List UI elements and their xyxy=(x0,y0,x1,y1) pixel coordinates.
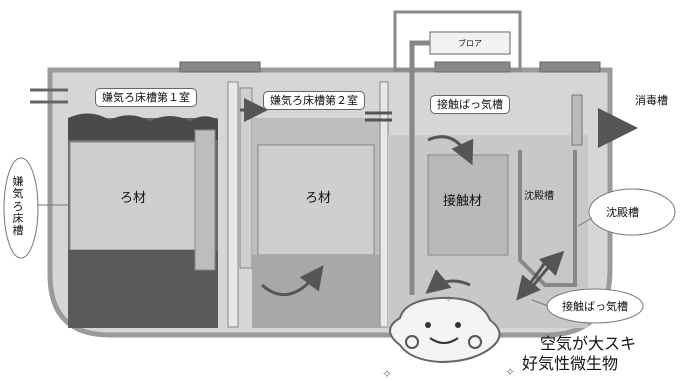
manhole-lid xyxy=(539,61,601,73)
label-media-1: ろ材 xyxy=(120,191,147,206)
flow-arrow-icon xyxy=(261,265,324,296)
label-sedimentation-callout: 沈殿槽 xyxy=(606,206,639,219)
side-label-bubble xyxy=(3,157,39,259)
inlet-arrow xyxy=(30,88,68,104)
manhole-lid xyxy=(179,61,261,73)
flow-arrow-icon xyxy=(427,135,474,166)
sparkle-icon: ✧ xyxy=(382,367,392,381)
contact-media-block xyxy=(427,154,509,256)
caption-line-1: 空気が大スキ xyxy=(540,334,637,353)
label-blower: ブロア xyxy=(458,39,482,48)
caption-line-2: 好気性微生物 xyxy=(522,354,619,373)
label-contact-aeration-tank: 接触ばっ気槽 xyxy=(430,95,510,114)
sparkle-icon: ✧ xyxy=(445,295,453,305)
flow-arrow-icon xyxy=(365,111,392,122)
blower-housing-frame xyxy=(393,10,522,72)
air-pipe xyxy=(409,40,430,295)
chamber-1-bottom-sludge xyxy=(68,250,218,328)
label-media-2: ろ材 xyxy=(305,191,332,206)
outlet-pipe xyxy=(571,94,583,146)
chamber-1-sludge-top xyxy=(68,113,218,140)
aeration-bubble-tail xyxy=(531,299,549,307)
media-block-2 xyxy=(257,144,375,256)
label-filter-chamber-2: 嫌気ろ床槽第２室 xyxy=(263,91,365,110)
label-filter-chamber-1: 嫌気ろ床槽第１室 xyxy=(95,88,197,107)
baffle-1 xyxy=(194,129,216,271)
label-anaerobic-filter-tank: 嫌気ろ床槽 xyxy=(12,175,24,238)
label-disinfection-tank: 消毒槽 xyxy=(635,94,668,107)
sparkle-icon: ✧ xyxy=(505,365,515,379)
sedimentation-bubble xyxy=(588,188,676,236)
label-contact-aeration-callout: 接触ばっ気槽 xyxy=(562,300,628,313)
sedimentation-cone xyxy=(518,150,577,287)
label-contact-media: 接触材 xyxy=(443,194,483,209)
partition-1 xyxy=(227,81,239,328)
sedimentation-bubble-tail xyxy=(577,217,593,227)
flow-arrow-icon xyxy=(516,257,550,301)
manhole-lid xyxy=(434,61,511,73)
flow-arrow-icon xyxy=(425,269,471,294)
microbe-mascot-icon xyxy=(389,296,501,364)
label-sedimentation-inner: 沈殿槽 xyxy=(524,191,554,202)
inlet-pipe-2 xyxy=(239,87,253,269)
